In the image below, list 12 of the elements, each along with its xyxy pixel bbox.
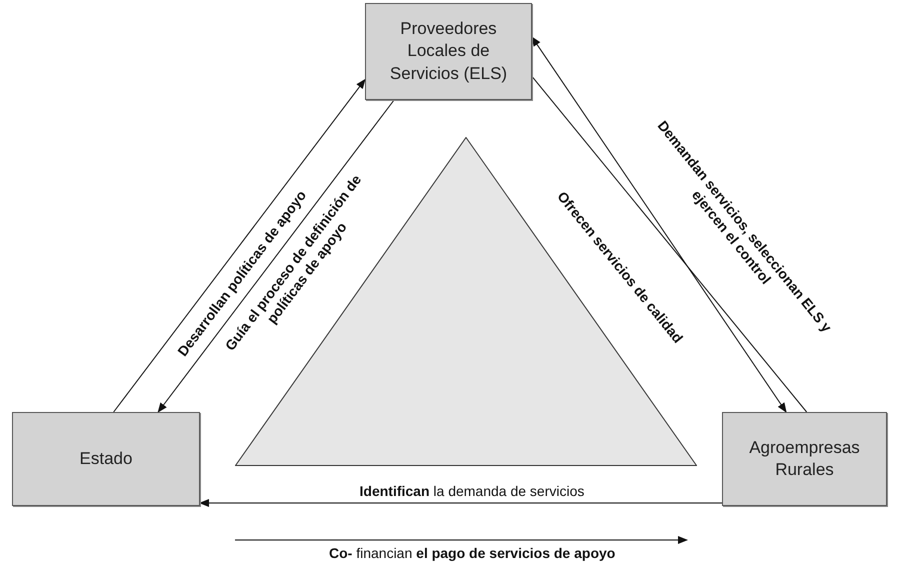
arrow — [199, 499, 722, 507]
node-label: Proveedores Locales de Servicios (ELS) — [388, 18, 508, 85]
node-label: Estado — [80, 448, 132, 470]
process-box — [365, 3, 532, 100]
arrow — [531, 36, 787, 413]
process-box — [12, 412, 200, 506]
arrow — [158, 100, 395, 413]
arrow — [113, 78, 366, 412]
process-box — [722, 412, 887, 506]
arrow — [234, 536, 688, 544]
connector-line — [532, 76, 808, 412]
node-label: Agroempresas Rurales — [748, 436, 861, 481]
